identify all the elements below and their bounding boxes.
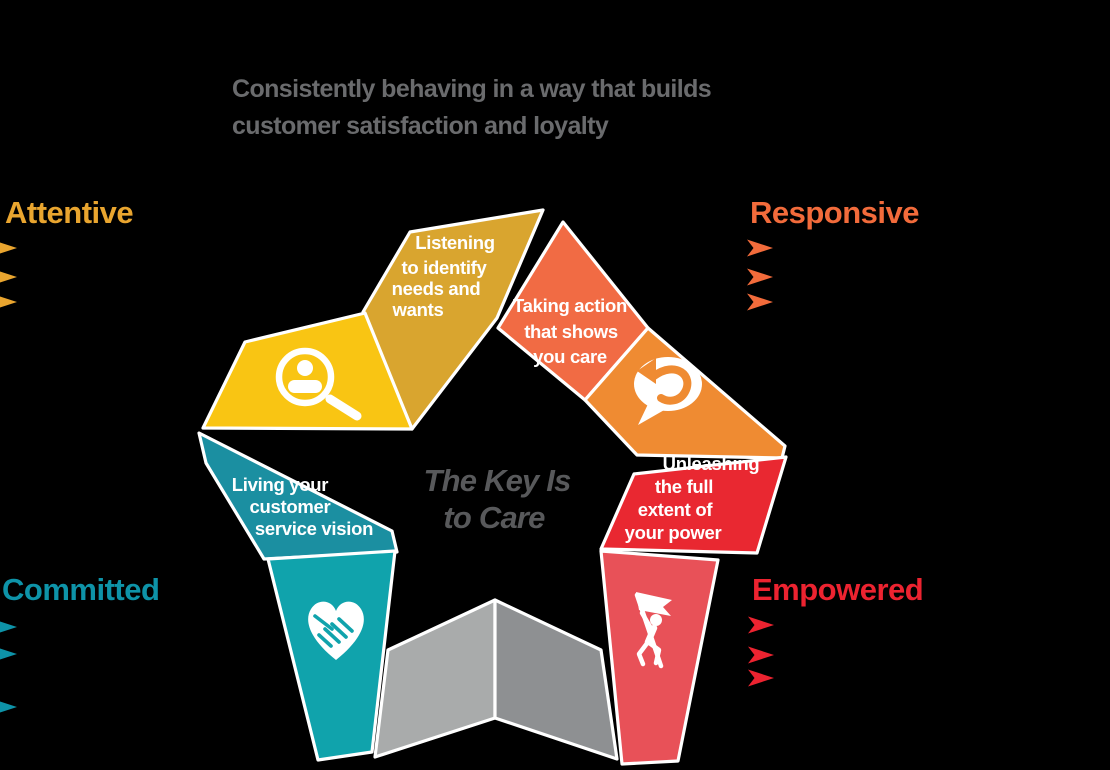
heart-handshake-icon <box>308 601 364 660</box>
segment-text-line: Listening <box>415 232 495 253</box>
bullet-arrow-icon <box>0 296 17 308</box>
empowered-bullet-arrows <box>748 616 774 687</box>
center-label-line-1: The Key Is <box>423 463 571 498</box>
segment-text-line: to identify <box>401 257 487 278</box>
bullet-arrow-icon <box>0 701 17 713</box>
center-label-line-2: to Care <box>443 500 545 535</box>
label-empowered: Empowered <box>752 572 923 607</box>
segment-text-line: the full <box>655 476 713 497</box>
segment-responsive-text: Taking action that shows you care <box>513 295 627 367</box>
segment-text-line: your power <box>625 522 722 543</box>
attentive-bullet-arrows <box>0 242 17 308</box>
segment-text-line: service vision <box>255 518 373 539</box>
bullet-arrow-icon <box>747 239 773 257</box>
flag-bearer-icon <box>634 592 672 669</box>
segment-back-light-panel <box>373 598 497 759</box>
center-label: The Key Is to Care <box>423 463 571 535</box>
bullet-arrow-icon <box>748 669 774 687</box>
diagram-title: Consistently behaving in a way that buil… <box>232 75 712 140</box>
segment-text-line: wants <box>392 299 444 320</box>
segment-text-line: Taking action <box>513 295 627 316</box>
label-attentive: Attentive <box>5 195 133 230</box>
segment-text-line: Living your <box>232 474 329 495</box>
bullet-arrow-icon <box>748 616 774 634</box>
segment-text-line: customer <box>250 496 331 517</box>
diagram-title-line-2: customer satisfaction and loyalty <box>232 112 609 140</box>
segment-attentive-text: Listening to identify needs and wants <box>392 232 496 320</box>
bullet-arrow-icon <box>747 293 773 311</box>
bullet-arrow-icon <box>748 646 774 664</box>
bullet-arrow-icon <box>0 242 17 254</box>
committed-bullet-arrows <box>0 621 17 713</box>
segment-back-dark-panel <box>493 598 619 761</box>
label-committed: Committed <box>2 572 159 607</box>
bullet-arrow-icon <box>0 621 17 633</box>
segment-text-line: you care <box>533 346 607 367</box>
segment-text-line: extent of <box>638 499 714 520</box>
bullet-arrow-icon <box>0 648 17 660</box>
segment-empowered-dark-panel <box>599 455 788 555</box>
bullet-arrow-icon <box>0 271 17 283</box>
reply-arrow-icon <box>634 357 702 425</box>
label-responsive: Responsive <box>750 195 919 230</box>
responsive-bullet-arrows <box>747 239 773 311</box>
bullet-arrow-icon <box>747 268 773 286</box>
segment-text-line: that shows <box>524 321 618 342</box>
segment-text-line: Unleashing <box>663 453 760 474</box>
diagram-title-line-1: Consistently behaving in a way that buil… <box>232 75 711 103</box>
segment-text-line: needs and <box>392 278 481 299</box>
segment-empowered-text: Unleashing the full extent of your power <box>625 453 760 543</box>
person-search-icon <box>275 347 362 421</box>
segment-committed-text: Living your customer service vision <box>232 474 374 539</box>
